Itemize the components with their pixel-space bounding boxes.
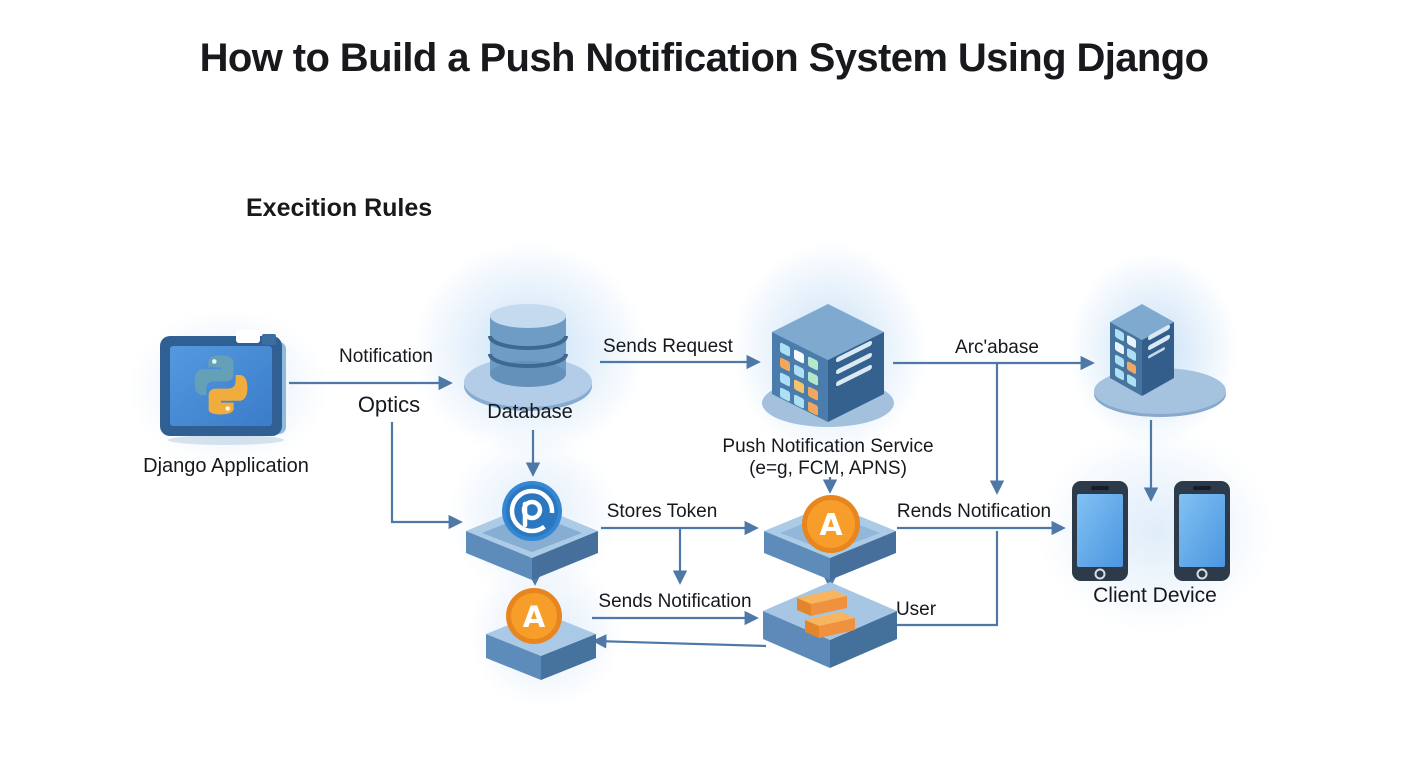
relay-building-node <box>1090 296 1230 422</box>
push-service-label: Push Notification Service (e=g, FCM, APN… <box>722 436 934 479</box>
server-building-icon <box>1094 304 1226 417</box>
svg-text:A: A <box>819 508 843 543</box>
edge-label-stores-token: Stores Token <box>606 501 718 522</box>
python-logo-icon <box>194 355 248 415</box>
database-label: Database <box>487 401 573 423</box>
section-label: Execition Rules <box>246 194 433 222</box>
database-cylinder-icon <box>464 304 592 411</box>
django-app-label: Django Application <box>143 455 309 477</box>
p-badge-icon <box>502 481 562 541</box>
database-node <box>458 298 598 416</box>
a-badge-icon: A <box>506 588 562 644</box>
smartphone-icon <box>1072 481 1128 581</box>
edge-label-sends-notification: Sends Notification <box>598 591 752 612</box>
edge-return-left <box>592 634 767 649</box>
a-badge-middle: A <box>801 494 861 554</box>
edge-label-notification: Notification <box>339 346 433 367</box>
edge-label-arcabase: Arc'abase <box>955 337 1039 358</box>
edge-optics-elbow <box>390 422 463 530</box>
token-store-node <box>466 504 598 582</box>
server-building-icon <box>762 304 894 427</box>
client-phone-right <box>1174 481 1230 581</box>
a-badge-bottom: A <box>505 587 563 645</box>
svg-text:A: A <box>523 600 546 634</box>
edge-label-optics: Optics <box>357 392 421 417</box>
p-badge <box>501 480 563 542</box>
edge-label-rends-notification: Rends Notification <box>896 501 1052 522</box>
client-device-label: Client Device <box>1093 584 1217 607</box>
platform-icon <box>466 504 598 580</box>
python-tablet-icon <box>160 330 286 445</box>
django-app-node <box>150 328 300 446</box>
client-phone-left <box>1072 481 1128 581</box>
edge-label-user: User <box>895 599 937 620</box>
orange-bar-icon <box>797 590 847 616</box>
a-badge-icon: A <box>802 495 860 553</box>
user-tray-node <box>763 582 897 670</box>
page-title: How to Build a Push Notification System … <box>199 36 1209 80</box>
smartphone-icon <box>1174 481 1230 581</box>
edge-label-sends-request: Sends Request <box>603 336 733 357</box>
edge-user-feedback <box>897 531 999 627</box>
orange-bar-icon <box>805 612 855 638</box>
push-service-node <box>758 300 898 430</box>
tray-platform-icon <box>763 582 897 668</box>
